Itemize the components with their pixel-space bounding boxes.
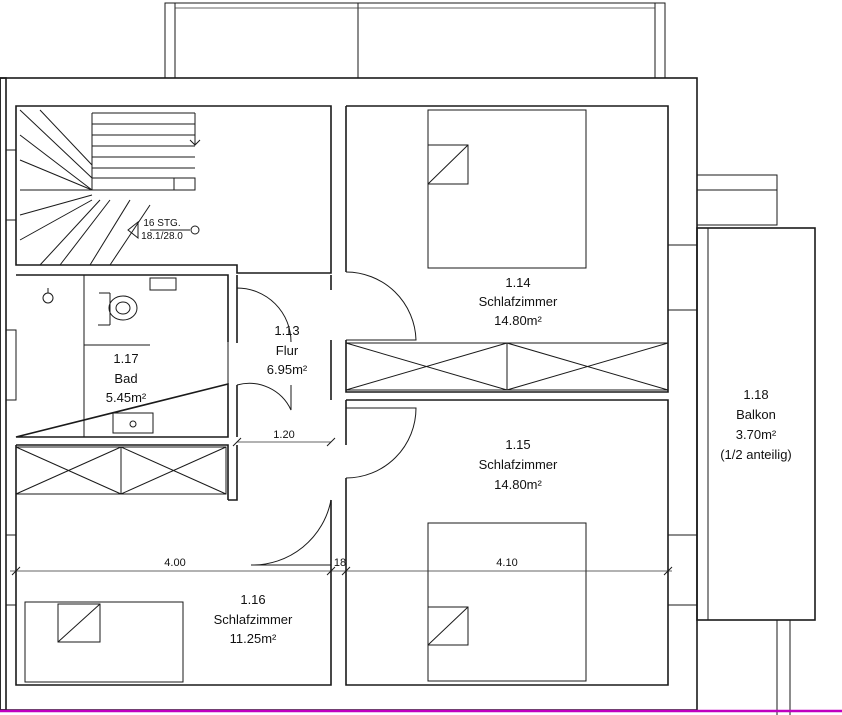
room-name: Schlafzimmer bbox=[479, 457, 558, 472]
room-name: Balkon bbox=[736, 407, 776, 422]
room-number: 1.15 bbox=[505, 437, 530, 452]
room-note: (1/2 anteilig) bbox=[720, 447, 792, 462]
right-windows bbox=[667, 244, 698, 606]
balcony bbox=[696, 174, 816, 715]
bathroom-fixtures bbox=[42, 274, 229, 438]
room-area: 3.70m² bbox=[736, 427, 777, 442]
room-label-1-14: 1.14 Schlafzimmer 14.80m² bbox=[479, 275, 558, 328]
room-name: Flur bbox=[276, 343, 299, 358]
room-number: 1.18 bbox=[743, 387, 768, 402]
room-area: 14.80m² bbox=[494, 477, 542, 492]
dimension-lines bbox=[10, 437, 673, 576]
doors bbox=[236, 271, 417, 566]
room-number: 1.13 bbox=[274, 323, 299, 338]
dim-right-width: 4.10 bbox=[496, 557, 517, 569]
room-name: Schlafzimmer bbox=[214, 612, 293, 627]
bed-1-16 bbox=[24, 601, 184, 683]
room-number: 1.16 bbox=[240, 592, 265, 607]
room-label-1-16: 1.16 Schlafzimmer 11.25m² bbox=[214, 592, 293, 646]
room-label-1-17: 1.17 Bad 5.45m² bbox=[106, 351, 147, 405]
room-area: 14.80m² bbox=[494, 313, 542, 328]
dim-left-width: 4.00 bbox=[164, 557, 185, 569]
stair-steps: 16 STG. bbox=[143, 218, 180, 229]
stair-ratio: 18.1/28.0 bbox=[141, 231, 183, 242]
bed-1-14 bbox=[427, 109, 587, 269]
room-number: 1.17 bbox=[113, 351, 138, 366]
dim-wall: 18 bbox=[334, 557, 346, 569]
room-name: Bad bbox=[114, 371, 137, 386]
bed-1-15 bbox=[427, 522, 587, 682]
room-area: 5.45m² bbox=[106, 390, 147, 405]
wardrobe-lower bbox=[15, 446, 227, 495]
room-area: 6.95m² bbox=[267, 362, 308, 377]
room-area: 11.25m² bbox=[230, 631, 277, 646]
room-label-1-13: 1.13 Flur 6.95m² bbox=[267, 323, 308, 377]
outer-walls bbox=[0, 77, 698, 711]
dim-corridor-width: 1.20 bbox=[273, 429, 294, 441]
upper-terrace bbox=[164, 2, 666, 79]
room-label-1-18: 1.18 Balkon 3.70m² (1/2 anteilig) bbox=[720, 387, 792, 462]
wardrobe-upper bbox=[345, 342, 669, 391]
room-name: Schlafzimmer bbox=[479, 294, 558, 309]
room-label-1-15: 1.15 Schlafzimmer 14.80m² bbox=[479, 437, 558, 492]
staircase bbox=[19, 109, 201, 266]
room-walls bbox=[15, 105, 669, 686]
left-windows bbox=[5, 149, 17, 606]
room-number: 1.14 bbox=[505, 275, 530, 290]
